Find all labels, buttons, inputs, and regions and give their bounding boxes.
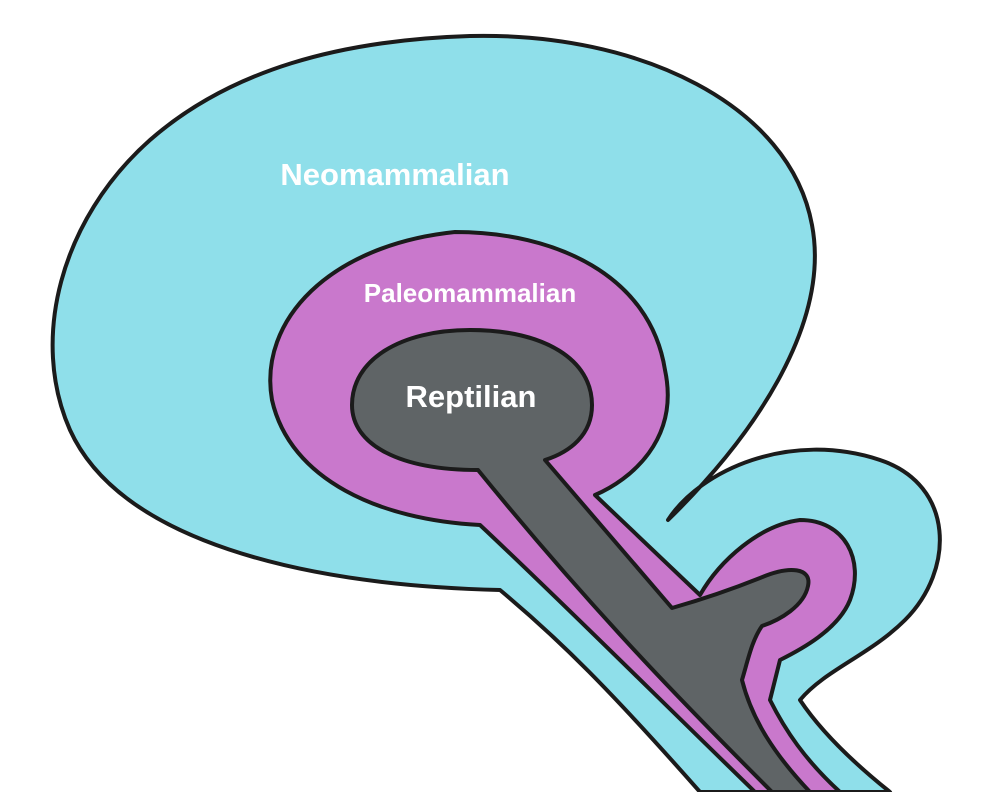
paleomammalian-label: Paleomammalian [364,278,576,308]
reptilian-shape [350,328,812,792]
reptilian-label: Reptilian [406,379,537,414]
reptilian-layer [350,328,812,792]
neomammalian-label: Neomammalian [280,157,509,192]
